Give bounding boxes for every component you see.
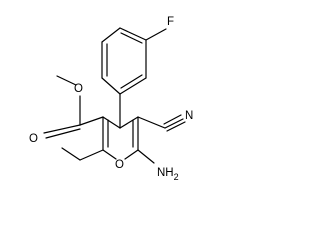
bond-c4-c3 [102,116,121,129]
bond-ar4-ar5 [119,27,147,41]
bond-oester-methyl [56,75,77,86]
bond-cn-triple-3 [166,121,186,132]
bond-ar6-ar1-double [120,74,143,89]
fluorine-label: F [167,16,174,28]
bond-ar3-ar4 [101,27,121,43]
bond-c3-carbonyl [79,116,104,126]
bond-cn-triple-2 [163,114,182,125]
molecule-diagram: F N O O O NH2 [29,16,193,182]
bond-ar4-ar5-double [120,32,143,44]
cyano-nitrogen-label: N [185,110,193,122]
carbonyl-oxygen-label: O [29,133,38,145]
amino-label: NH2 [157,167,179,182]
amino-subscript: 2 [174,172,179,182]
bond-ar5-f [145,28,167,41]
bond-c6-nh2 [137,149,155,164]
ring-oxygen-label: O [115,159,124,171]
bond-o1-c6 [124,149,139,160]
ester-oxygen-label: O [74,83,83,95]
amino-nh-text: NH [157,167,174,179]
bond-ar6-ar1 [119,77,147,95]
bond-c2-o1 [102,149,117,160]
bond-cn-triple-1 [164,118,184,129]
bond-carbonyl-o [43,124,81,134]
bond-ar1-ar2 [101,77,121,95]
structure-svg: F N O O O NH2 [29,16,193,182]
bond-c5-cn [137,116,166,129]
bond-c2-ch2 [79,149,104,161]
bond-ch2-ch3 [61,147,81,161]
bond-c5-c4 [119,116,139,129]
bond-carbonyl-o-double [45,128,81,139]
